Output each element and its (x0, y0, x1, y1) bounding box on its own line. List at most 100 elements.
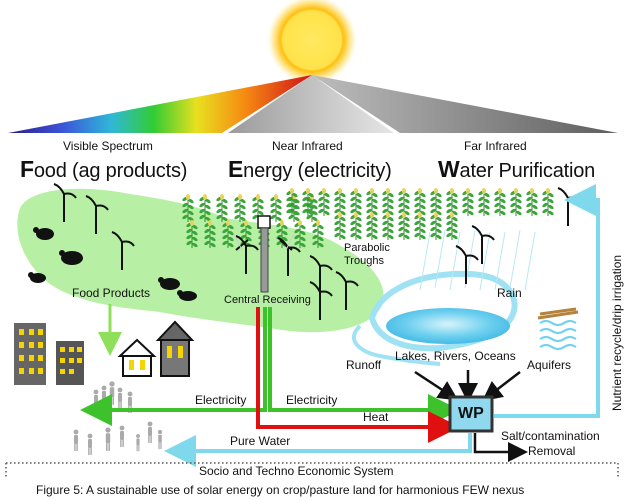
crop-plant (414, 212, 426, 240)
label-socio-techno: Socio and Techno Economic System (199, 464, 394, 478)
crop-plant (510, 188, 522, 216)
crop-plant (312, 220, 324, 248)
wp-label: WP (458, 405, 484, 422)
crop-plant (446, 212, 458, 240)
rain-streaks (419, 229, 536, 291)
runoff-arrow (414, 370, 459, 401)
header-food-initial: F (20, 156, 34, 182)
crop-plant (542, 188, 554, 216)
electricity-right-arrow (268, 307, 460, 426)
crop-plant (270, 194, 282, 222)
person (105, 427, 111, 451)
label-visible-spectrum: Visible Spectrum (63, 139, 153, 153)
label-far-infrared: Far Infrared (464, 139, 527, 153)
central-receiving-tower (233, 215, 295, 293)
crop-plant (366, 188, 378, 216)
person (119, 425, 125, 447)
visible-spectrum-band (8, 75, 312, 133)
crop-plant (234, 194, 246, 222)
buildings (14, 320, 195, 385)
person (73, 429, 79, 451)
crop-plant (204, 220, 216, 248)
electricity-left-arrow (80, 307, 267, 426)
crop-plant (216, 194, 228, 222)
runoff-stream (351, 324, 441, 366)
pure-water-arrow (164, 433, 472, 467)
nutrient-recycle-arrow (494, 184, 600, 418)
lake-outer (368, 270, 518, 352)
wind-turbine (335, 271, 359, 310)
person (136, 434, 140, 452)
crop-plant (294, 220, 306, 248)
crop-plant (286, 188, 298, 216)
label-food-products: Food Products (72, 286, 151, 300)
header-water-initial: W (438, 156, 460, 182)
near-infrared-band (228, 75, 394, 133)
crop-plant (199, 194, 211, 222)
wind-turbine (309, 281, 333, 320)
label-heat: Heat (363, 410, 389, 424)
header-energy: Energy (electricity) (228, 156, 392, 183)
header-water-text: ater Purification (459, 160, 596, 182)
label-pure-water: Pure Water (230, 434, 291, 448)
person (101, 385, 107, 407)
removal-arrow (473, 433, 528, 462)
crop-plant (398, 188, 410, 216)
crop-plant (382, 212, 394, 240)
aquifer-icon (537, 307, 579, 350)
label-runoff: Runoff (346, 358, 382, 372)
crop-plant (494, 188, 506, 216)
person (93, 389, 99, 411)
crop-plant (302, 188, 314, 216)
wind-turbine (309, 255, 333, 294)
crop-plant (350, 212, 362, 240)
green-field (17, 188, 384, 333)
label-nutrient-recycle: Nutrient recycle/drip irrigation (610, 254, 624, 411)
far-infrared-band (312, 75, 618, 133)
header-energy-initial: E (228, 156, 244, 182)
figure-caption: Figure 5: A sustainable use of solar ene… (36, 483, 525, 497)
crop-plant (526, 188, 538, 216)
label-electricity-left: Electricity (195, 393, 247, 407)
label-central-receiving: Central Receiving (224, 294, 311, 306)
people (73, 381, 163, 455)
crop-plant (398, 212, 410, 240)
heat-arrow (256, 307, 460, 443)
crop-plant (350, 188, 362, 216)
label-near-infrared: Near Infrared (272, 139, 343, 153)
wp-box (448, 395, 494, 433)
lake (386, 308, 510, 344)
label-rain: Rain (497, 286, 522, 300)
header-food: Food (ag products) (20, 156, 187, 183)
header-food-text: ood (ag products) (33, 160, 188, 182)
wind-turbine (455, 245, 479, 284)
wind-turbine (85, 195, 109, 234)
person (157, 429, 163, 450)
crop-plant (382, 188, 394, 216)
crop-plant (276, 220, 288, 248)
crop-plant (318, 188, 330, 216)
crop-plant (182, 194, 194, 222)
label-parabolic-troughs: Parabolic Troughs (344, 242, 390, 267)
label-lakes: Lakes, Rivers, Oceans (395, 349, 516, 363)
wind-turbines (53, 183, 581, 320)
wind-turbine (471, 225, 495, 264)
wind-turbine (111, 231, 135, 270)
wind-turbine (557, 187, 581, 226)
crop-plant (222, 220, 234, 248)
header-energy-text: nergy (electricity) (243, 160, 392, 182)
wind-turbine (53, 183, 77, 222)
crop-plant (430, 188, 442, 216)
wind-turbine (235, 235, 259, 274)
crop-plant (414, 188, 426, 216)
person (109, 381, 115, 405)
label-electricity-right: Electricity (286, 393, 338, 407)
crop-plant (366, 212, 378, 240)
livestock (28, 227, 197, 301)
person (117, 387, 123, 409)
label-aquifers: Aquifers (527, 358, 572, 372)
crop-plant (478, 188, 490, 216)
crop-plant (334, 188, 346, 216)
header-water: Water Purification (438, 156, 595, 183)
